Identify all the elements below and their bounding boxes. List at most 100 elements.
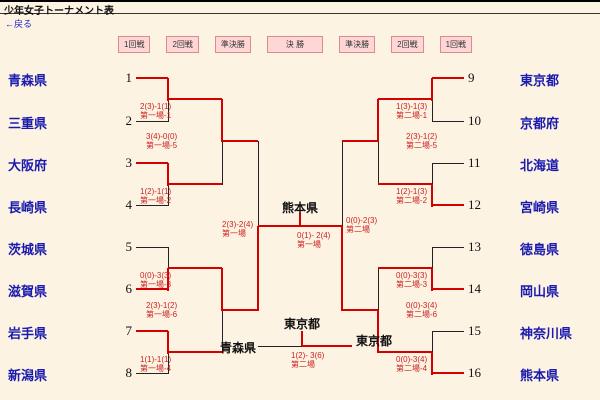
- team-name: 滋賀県: [8, 284, 48, 299]
- match-score: 2(3)-1(2)第一場-6: [146, 301, 178, 319]
- match-score: 2(3)-1(2)第二場-5: [406, 132, 438, 150]
- winner-path-line: [342, 140, 378, 142]
- team-name: 大阪府: [8, 158, 48, 173]
- winner-path-line: [167, 331, 169, 354]
- winner-path-line: [341, 226, 343, 311]
- bracket-line: [432, 331, 464, 332]
- seed-number: 10: [468, 113, 481, 128]
- team-name: 徳島県: [520, 242, 560, 257]
- seed-number: 14: [468, 281, 481, 296]
- winner-path-line: [222, 309, 258, 311]
- winner-path-line: [432, 77, 464, 79]
- winner-path-line: [168, 183, 222, 185]
- seed-number: 8: [125, 365, 133, 380]
- bracket-line: [432, 247, 464, 248]
- seed-number: 12: [468, 197, 481, 212]
- team-name: 茨城県: [8, 242, 48, 257]
- third-place-winner: 東京都: [283, 317, 320, 331]
- winner-path-line: [432, 204, 464, 206]
- winner-path-line: [168, 351, 222, 353]
- bracket-line: [136, 247, 168, 248]
- round-chip-semifinal-left[interactable]: 準決勝: [214, 36, 251, 53]
- bracket-line: [136, 205, 168, 206]
- team-name: 青森県: [8, 73, 48, 88]
- bracket-line: [136, 373, 168, 374]
- winner-path-line: [378, 351, 432, 353]
- match-score: 2(3)-1(1)第一場-1: [140, 102, 172, 120]
- round-chip-second-round-left[interactable]: 2回戦: [166, 36, 199, 53]
- bracket-line: [136, 121, 168, 122]
- round-chip-semifinal-right[interactable]: 準決勝: [339, 36, 376, 53]
- bracket-line: [432, 121, 464, 122]
- winner-path-line: [431, 268, 433, 291]
- winner-path-line: [258, 225, 300, 227]
- seed-number: 9: [468, 70, 475, 85]
- back-link[interactable]: ←戻る: [5, 19, 33, 29]
- seed-number: 6: [125, 281, 133, 296]
- seed-number: 7: [125, 323, 133, 338]
- team-name: 神奈川県: [520, 326, 573, 341]
- team-name: 東京都: [520, 73, 560, 88]
- winner-path-line: [222, 140, 258, 142]
- team-name: 宮崎県: [520, 200, 560, 215]
- winner-path-line: [431, 352, 433, 375]
- match-score: 1(1)-1(1)第一場-4: [140, 355, 172, 373]
- seed-number: 5: [125, 239, 133, 254]
- third-place-score: 1(2)- 3(6)第二場: [291, 351, 325, 369]
- match-score: 1(2)-1(1)第一場-2: [140, 187, 172, 205]
- seed-number: 15: [468, 323, 481, 338]
- winner-path-line: [299, 213, 301, 226]
- round-chip-second-round-right[interactable]: 2回戦: [391, 36, 424, 53]
- bracket-line: [378, 99, 379, 185]
- team-name: 岩手県: [8, 326, 48, 341]
- round-chip-first-round-left[interactable]: 1回戦: [118, 36, 151, 53]
- page-title: 少年女子トーナメント表: [4, 6, 114, 17]
- winner-path-line: [432, 372, 464, 374]
- team-name: 熊本県: [520, 368, 560, 383]
- winner-path-line: [167, 78, 169, 101]
- winner-path-line: [136, 330, 168, 332]
- seed-number: 4: [125, 197, 133, 212]
- winner-path-line: [378, 98, 432, 100]
- team-name: 三重県: [8, 116, 48, 131]
- match-score: 0(0)-2(3)第二場: [346, 216, 378, 234]
- winner-path-line: [300, 225, 342, 227]
- third-place-right-team: 東京都: [356, 334, 393, 348]
- winner-path-line: [221, 268, 223, 311]
- winner-path-line: [168, 98, 222, 100]
- team-name: 北海道: [520, 158, 560, 173]
- winner-path-line: [257, 226, 259, 311]
- seed-number: 1: [125, 70, 133, 85]
- match-score: 1(2)-1(3)第二場-2: [396, 187, 428, 205]
- match-score: 3(4)-0(0)第一場-5: [146, 132, 178, 150]
- match-score: 0(0)-3(3)第一場-3: [140, 271, 172, 289]
- winner-path-line: [136, 77, 168, 79]
- round-chip-first-round-right[interactable]: 1回戦: [439, 36, 473, 53]
- bracket-line: [222, 99, 223, 185]
- seed-number: 16: [468, 365, 481, 380]
- team-name: 新潟県: [8, 368, 48, 383]
- title-bar: [0, 0, 600, 14]
- winner-path-line: [377, 99, 379, 142]
- winner-path-line: [136, 162, 168, 164]
- winner-path-line: [301, 331, 303, 346]
- round-chip-final[interactable]: 決 勝: [266, 36, 324, 53]
- winner-path-line: [136, 288, 168, 290]
- round-header-row: 1回戦 2回戦 準決勝 決 勝 準決勝 2回戦 1回戦: [118, 36, 473, 53]
- team-name: 京都府: [520, 116, 560, 131]
- winner-path-line: [342, 309, 378, 311]
- match-score: 0(0)-3(4)第二場-4: [396, 355, 428, 373]
- third-place-left-team: 青森県: [219, 341, 256, 355]
- winner-path-line: [377, 310, 379, 353]
- winner-path-line: [378, 183, 432, 185]
- match-score: 0(0)-3(3)第二場-3: [396, 271, 428, 289]
- final-score: 0(1)- 2(4)第一場: [297, 231, 331, 249]
- winner-path-line: [432, 288, 464, 290]
- winner-path-line: [378, 267, 432, 269]
- seed-number: 3: [125, 155, 133, 170]
- champion-name: 熊本県: [281, 201, 318, 215]
- team-name: 岡山県: [520, 284, 560, 299]
- team-name: 長崎県: [8, 200, 48, 215]
- seed-number: 2: [125, 113, 133, 128]
